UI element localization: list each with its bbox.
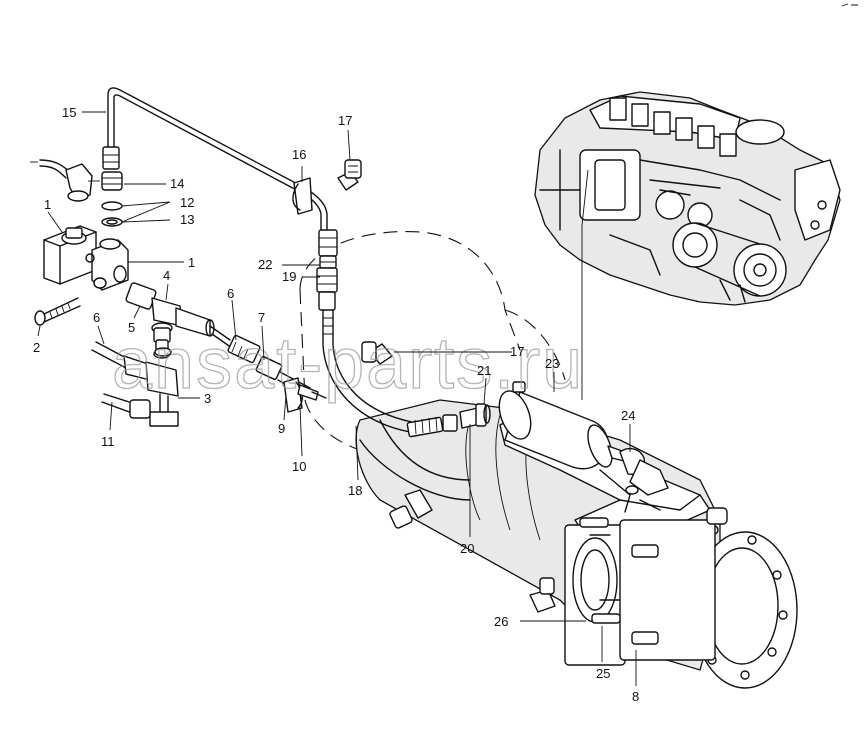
- screw-2: [34, 297, 81, 326]
- callout-3: 3: [204, 391, 211, 406]
- callout-13: 13: [180, 212, 194, 227]
- callout-11: 11: [101, 434, 115, 449]
- callout-6-right: 6: [227, 286, 234, 301]
- callout-2: 2: [33, 340, 40, 355]
- callout-4: 4: [163, 268, 170, 283]
- leader-lines: [37, 111, 637, 686]
- fitting-17-top: [337, 159, 362, 191]
- callout-17-top: 17: [338, 113, 352, 128]
- callout-14: 14: [170, 176, 184, 191]
- housing-outline: [299, 230, 566, 451]
- union-5: [125, 282, 215, 343]
- solenoid-valve-1: [43, 225, 129, 291]
- hose-assembly-18: [316, 229, 458, 438]
- callout-22: 22: [258, 257, 272, 272]
- callout-6-left: 6: [93, 310, 100, 325]
- callout-1-left: 1: [44, 197, 51, 212]
- callout-12: 12: [180, 195, 194, 210]
- bracket-studs: [579, 507, 728, 645]
- clip-16: [292, 177, 313, 215]
- tube-6-right: [209, 325, 261, 364]
- valve-cylinder: [498, 381, 701, 513]
- callout-26: 26: [494, 614, 508, 629]
- callout-5: 5: [128, 320, 135, 335]
- callout-15: 15: [62, 105, 76, 120]
- fitting-17-mid: [361, 341, 393, 365]
- callout-23: 23: [545, 356, 559, 371]
- engine-illustration: [534, 91, 841, 306]
- callout-18: 18: [348, 483, 362, 498]
- callout-24: 24: [621, 408, 635, 423]
- callout-9: 9: [278, 421, 285, 436]
- callout-20: 20: [460, 541, 474, 556]
- fitting-14: [101, 171, 123, 227]
- callout-7: 7: [258, 310, 265, 325]
- callout-19: 19: [282, 269, 296, 284]
- callout-8: 8: [632, 689, 639, 704]
- tee-fitting-3: [91, 339, 179, 427]
- callout-17-mid: 17: [510, 344, 524, 359]
- callout-16: 16: [292, 147, 306, 162]
- callout-1-right: 1: [188, 255, 195, 270]
- callout-25: 25: [596, 666, 610, 681]
- callout-21: 21: [477, 363, 491, 378]
- watermark-text: ansat-parts.ru: [112, 324, 584, 404]
- callout-numbers: 15 14 12 13 1 1 2 4 5 6 6 7 3 11 9 10 16…: [33, 105, 639, 704]
- fitting-20: [459, 403, 491, 429]
- connector-plug: [30, 159, 93, 202]
- clip-9: [283, 377, 327, 413]
- corner-mark: [841, 3, 858, 7]
- pipe-15: [102, 87, 328, 231]
- callout-10: 10: [292, 459, 306, 474]
